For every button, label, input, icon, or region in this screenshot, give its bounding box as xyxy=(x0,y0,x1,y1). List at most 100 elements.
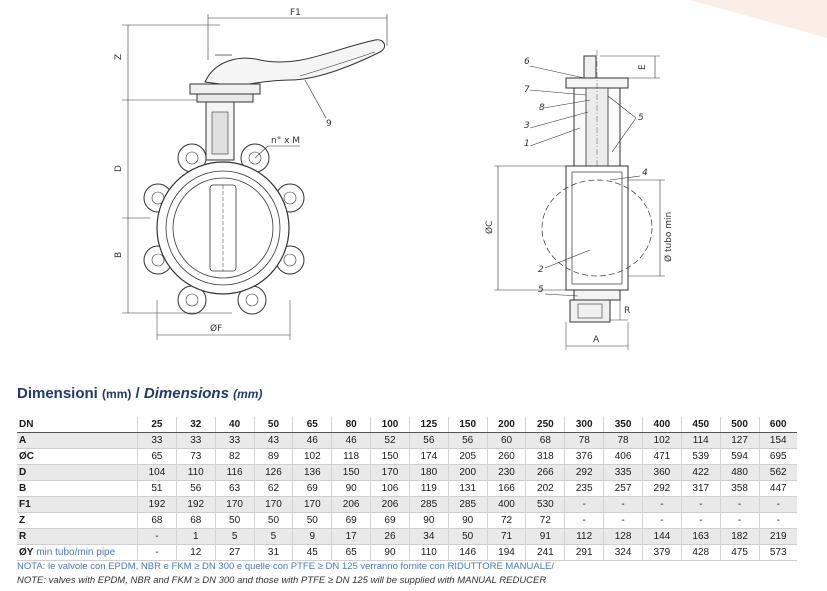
table-cell: 200 xyxy=(447,464,488,481)
table-cell: 91 xyxy=(525,528,565,545)
table-cell: 65 xyxy=(331,544,371,561)
table-cell: - xyxy=(680,496,721,513)
row-label: ØY min tubo/min pipe xyxy=(17,545,138,561)
header-dn-cell: 40 xyxy=(214,417,255,433)
table-cell: 33 xyxy=(137,432,177,449)
table-cell: 241 xyxy=(525,544,565,561)
table-cell: 144 xyxy=(641,528,682,545)
table-cell: 202 xyxy=(525,480,565,497)
row-label: B xyxy=(17,481,138,497)
table-cell: 31 xyxy=(253,544,293,561)
row-label-text: D xyxy=(19,467,27,478)
table-cell: 71 xyxy=(486,528,526,545)
table-cell: 219 xyxy=(758,528,797,545)
label-item-6: 6 xyxy=(524,57,530,67)
row-label: F1 xyxy=(17,496,138,513)
table-cell: - xyxy=(641,496,682,513)
table-cell: 82 xyxy=(214,448,255,465)
table-cell: 170 xyxy=(253,496,293,513)
table-cell: 5 xyxy=(214,528,255,545)
table-cell: 335 xyxy=(603,464,643,481)
label-bolts: n° x M xyxy=(271,136,300,146)
table-cell: 78 xyxy=(603,432,643,449)
note-italian: NOTA: le valvole con EPDM, NBR e FKM ≥ D… xyxy=(17,561,554,572)
table-cell: 50 xyxy=(447,528,488,545)
table-cell: 127 xyxy=(719,432,759,449)
table-cell: 194 xyxy=(486,544,526,561)
table-cell: 260 xyxy=(486,448,526,465)
table-cell: - xyxy=(758,496,797,513)
table-cell: 163 xyxy=(680,528,721,545)
table-cell: 192 xyxy=(137,496,177,513)
header-label: DN xyxy=(17,417,138,433)
table-cell: - xyxy=(719,512,759,529)
header-dn-cell: 32 xyxy=(175,417,216,433)
row-label: D xyxy=(17,464,138,481)
table-cell: 72 xyxy=(486,512,526,529)
label-r: R xyxy=(624,306,630,316)
row-label: ØC xyxy=(17,449,138,465)
table-cell: 68 xyxy=(525,432,565,449)
table-cell: 360 xyxy=(641,464,682,481)
title-en: Dimensions xyxy=(143,385,229,402)
header-dn-cell: 450 xyxy=(680,417,721,433)
label-phi-f: ØF xyxy=(210,323,222,334)
table-cell: 573 xyxy=(758,544,797,561)
row-label: R xyxy=(17,528,138,545)
table-cell: 154 xyxy=(758,432,797,449)
row-label-text: F1 xyxy=(19,499,31,510)
table-cell: 17 xyxy=(331,528,371,545)
table-cell: 170 xyxy=(214,496,255,513)
label-phi-tubo-min: Ø tubo min xyxy=(663,212,674,262)
table-cell: 90 xyxy=(447,512,488,529)
table-cell: 475 xyxy=(719,544,759,561)
table-cell: 12 xyxy=(175,544,216,561)
table-cell: 205 xyxy=(447,448,488,465)
table-cell: - xyxy=(603,512,643,529)
table-cell: 65 xyxy=(137,448,177,465)
table-cell: 379 xyxy=(641,544,682,561)
table-cell: 45 xyxy=(292,544,332,561)
table-cell: 62 xyxy=(253,480,293,497)
table-cell: 291 xyxy=(564,544,604,561)
table-cell: 166 xyxy=(486,480,526,497)
table-cell: 126 xyxy=(253,464,293,481)
label-phi-c: ØC xyxy=(484,221,495,234)
table-cell: 119 xyxy=(408,480,449,497)
table-cell: 180 xyxy=(408,464,449,481)
table-cell: 110 xyxy=(175,464,216,481)
header-dn-cell: 400 xyxy=(641,417,682,433)
table-cell: 56 xyxy=(408,432,449,449)
table-cell: 27 xyxy=(214,544,255,561)
row-label: Z xyxy=(17,513,138,529)
table-cell: 72 xyxy=(525,512,565,529)
table-cell: 33 xyxy=(175,432,216,449)
table-cell: 90 xyxy=(408,512,449,529)
table-cell: 112 xyxy=(564,528,604,545)
table-cell: 266 xyxy=(525,464,565,481)
table-cell: 110 xyxy=(408,544,449,561)
table-cell: 400 xyxy=(486,496,526,513)
header-dn-cell: 100 xyxy=(370,417,410,433)
table-cell: 136 xyxy=(292,464,332,481)
table-cell: 317 xyxy=(680,480,721,497)
table-cell: 471 xyxy=(641,448,682,465)
table-cell: 118 xyxy=(331,448,371,465)
table-cell: 46 xyxy=(292,432,332,449)
table-cell: 235 xyxy=(564,480,604,497)
table-cell: 292 xyxy=(641,480,682,497)
table-cell: 56 xyxy=(447,432,488,449)
row-label-subtext: min tubo/min pipe xyxy=(33,547,116,558)
label-f1: F1 xyxy=(290,8,301,18)
table-cell: 52 xyxy=(370,432,410,449)
row-label-text: B xyxy=(19,483,27,494)
row-label-text: A xyxy=(19,435,27,446)
label-item-9: 9 xyxy=(326,119,332,129)
technical-drawing: F1 Z D B ØF n° x M 9 xyxy=(114,0,827,350)
table-cell: - xyxy=(641,512,682,529)
label-a: A xyxy=(593,335,600,345)
header-dn-cell: 150 xyxy=(447,417,488,433)
table-cell: 34 xyxy=(408,528,449,545)
